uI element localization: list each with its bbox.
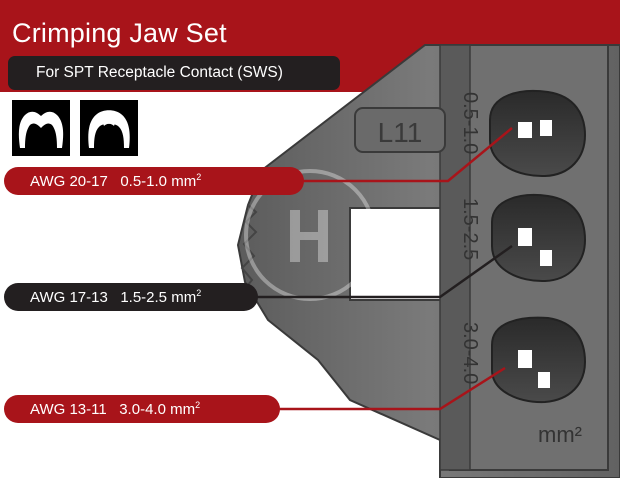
page-title: Crimping Jaw Set bbox=[12, 18, 227, 48]
wire-size-text-2: AWG 17-13 1.5-2.5 mm2 bbox=[30, 288, 202, 306]
wire-size-label-1 bbox=[4, 167, 304, 195]
closed-barrel-crimp-profile-icon bbox=[80, 100, 138, 156]
cavity-marking-3: 3.0-4.0 bbox=[459, 322, 481, 384]
unit-stamp: mm² bbox=[538, 422, 582, 447]
wire-size-text-1: AWG 20-17 0.5-1.0 mm2 bbox=[30, 172, 202, 190]
leader-line-1 bbox=[300, 127, 513, 183]
open-barrel-crimp-profile-icon bbox=[12, 100, 70, 156]
cavity-marking-2: 1.5-2.5 bbox=[459, 198, 481, 260]
model-stamp: L11 bbox=[378, 117, 423, 148]
subtitle-badge bbox=[8, 56, 340, 90]
leader-line-2 bbox=[250, 244, 513, 299]
wire-size-label-3 bbox=[4, 395, 280, 423]
wire-size-text-3: AWG 13-11 3.0-4.0 mm2 bbox=[30, 400, 201, 418]
watermark-logo bbox=[244, 169, 376, 301]
subtitle-text: For SPT Receptacle Contact (SWS) bbox=[36, 64, 283, 81]
leader-line-3 bbox=[272, 366, 506, 411]
wire-size-label-2 bbox=[4, 283, 258, 311]
cavity-marking-1: 0.5-1.0 bbox=[459, 92, 481, 154]
